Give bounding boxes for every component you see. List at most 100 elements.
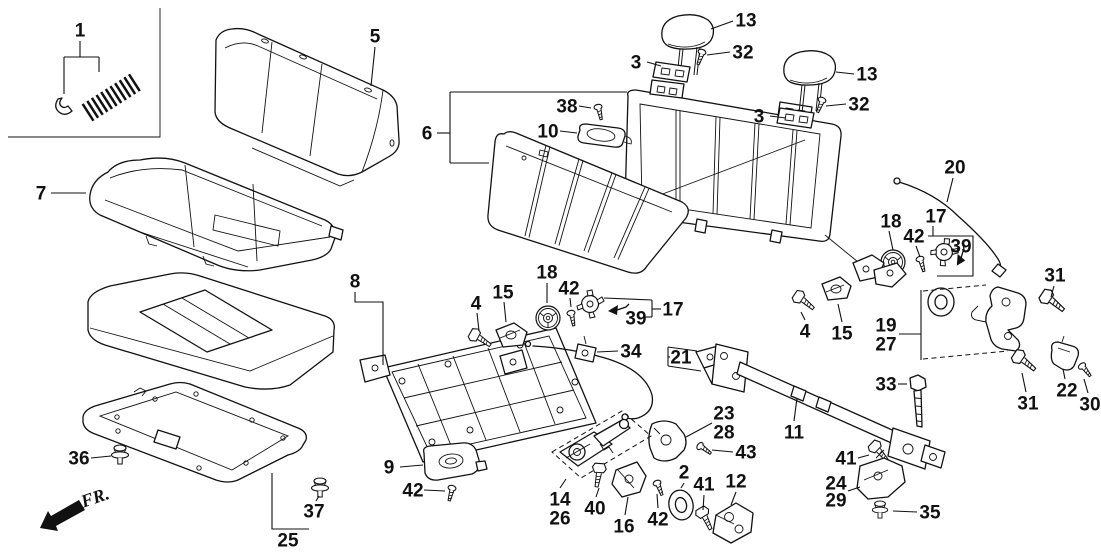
- callout-19: 19: [875, 316, 896, 337]
- headrest-socket-left: [649, 79, 685, 99]
- callout-4: 4: [800, 322, 811, 343]
- leader-line: [1083, 378, 1089, 394]
- callout-5: 5: [370, 27, 381, 48]
- clip-15-right: [821, 276, 852, 301]
- latch-9: [422, 442, 488, 481]
- seat-cushion-cover: [89, 157, 344, 272]
- board-clip-36: [110, 444, 130, 465]
- leader-line: [1050, 285, 1055, 298]
- leader-line: [271, 473, 309, 530]
- callout-20: 20: [944, 158, 965, 179]
- callout-39: 39: [950, 237, 971, 258]
- callout-2: 2: [679, 463, 690, 484]
- leader-line: [706, 51, 731, 56]
- callout-16: 16: [613, 517, 634, 538]
- bracket-24-29: [856, 449, 906, 500]
- leader-line: [315, 495, 320, 502]
- leader-line: [595, 487, 600, 498]
- leader-line: [710, 20, 734, 30]
- grommet-19: [927, 287, 955, 317]
- callout-37: 37: [303, 502, 324, 523]
- leader-line: [793, 397, 798, 422]
- bracket-27-dash: [922, 284, 1009, 360]
- cam-17-left: [576, 289, 605, 319]
- guide-bezel-10: [577, 123, 632, 148]
- frame-hinge-links: [852, 254, 907, 288]
- leader-line: [423, 489, 446, 492]
- callout-43: 43: [735, 443, 756, 464]
- fr-arrow: [40, 500, 85, 531]
- leader-line: [399, 464, 424, 468]
- callout-9: 9: [384, 458, 395, 479]
- leader-line: [624, 496, 629, 516]
- leader-line: [730, 491, 737, 506]
- leader-line: [680, 482, 685, 489]
- leader-line: [370, 46, 376, 87]
- seat-back-cover: [214, 27, 400, 187]
- latch-cable-34: [524, 335, 654, 421]
- callout-35: 35: [919, 503, 941, 524]
- bolt-33: [909, 374, 927, 428]
- screw-43: [694, 440, 714, 458]
- bolt-41-left: [693, 504, 718, 533]
- callout-7: 7: [36, 184, 47, 205]
- callout-18: 18: [536, 263, 557, 284]
- callout-38: 38: [556, 97, 577, 118]
- headrest-mount-left: [652, 61, 691, 83]
- callout-32: 32: [848, 95, 869, 116]
- screw-42-bottom: [651, 478, 666, 498]
- leader-line: [1062, 368, 1066, 380]
- spring-hook: [55, 97, 73, 115]
- floor-panel: [359, 327, 597, 463]
- callout-26: 26: [549, 509, 570, 530]
- callout-39: 39: [625, 309, 646, 330]
- clip-35: [871, 500, 889, 519]
- leader-line: [656, 493, 659, 509]
- bolt-40: [588, 461, 608, 489]
- callout-12: 12: [725, 472, 746, 493]
- callout-13: 13: [735, 11, 756, 32]
- callout-21: 21: [670, 348, 692, 369]
- leader-line: [476, 312, 480, 332]
- bracket-16: [611, 461, 647, 498]
- cover-23-28: [648, 420, 687, 462]
- callout-33: 33: [875, 375, 896, 396]
- leader-line: [892, 510, 918, 513]
- callout-30: 30: [1079, 395, 1100, 416]
- callout-23: 23: [713, 404, 734, 425]
- leader-line: [837, 303, 843, 323]
- fr-label: FR.: [77, 483, 111, 512]
- leader-line: [946, 177, 954, 203]
- callout-11: 11: [784, 423, 805, 444]
- clip-15-left: [495, 322, 528, 348]
- under-board: [82, 381, 330, 498]
- leader-line: [578, 105, 592, 109]
- callout-42: 42: [647, 510, 668, 531]
- boundary-line: [8, 8, 161, 138]
- callout-14: 14: [549, 490, 571, 511]
- leader-line: [667, 346, 698, 352]
- leader-line: [646, 61, 662, 67]
- leader-line: [90, 455, 112, 459]
- callout-17: 17: [925, 207, 946, 228]
- leader-line: [559, 478, 567, 489]
- callout-42: 42: [558, 279, 579, 300]
- leader-line: [825, 103, 847, 107]
- screw-42-right: [914, 254, 928, 274]
- leader-line: [559, 130, 578, 134]
- callout-24: 24: [825, 474, 847, 495]
- callout-25: 25: [277, 531, 299, 552]
- callout-27: 27: [875, 335, 896, 356]
- leader-line: [928, 235, 974, 277]
- callout-6: 6: [422, 124, 433, 145]
- callout-8: 8: [350, 272, 361, 293]
- leader-line: [569, 297, 572, 308]
- screw-42-latch9: [444, 483, 458, 503]
- seat-back-pad: [487, 131, 689, 274]
- callout-28: 28: [713, 423, 734, 444]
- callout-42: 42: [903, 227, 924, 248]
- callout-32: 32: [732, 43, 753, 64]
- callout-41: 41: [693, 475, 715, 496]
